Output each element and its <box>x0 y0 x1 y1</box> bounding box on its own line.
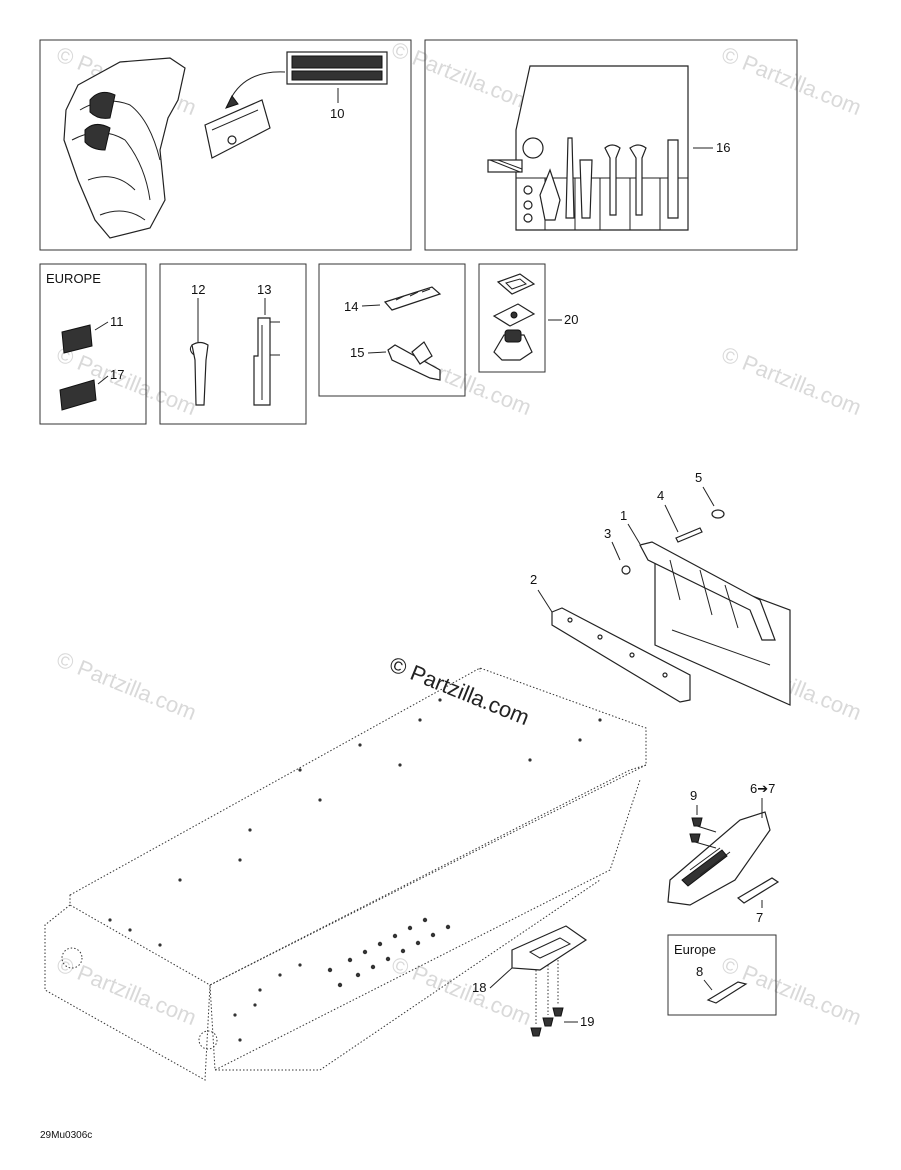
o-ring <box>711 509 725 519</box>
box-europe-reflectors: EUROPE 11 17 <box>39 263 147 425</box>
callout-7: 7 <box>756 910 763 925</box>
reflector-11 <box>61 324 93 354</box>
gasket <box>496 273 536 295</box>
box-frame <box>478 263 546 373</box>
watermark: © Partzilla.com <box>718 951 865 1030</box>
box-frame <box>667 934 777 1016</box>
part-14 <box>383 286 442 311</box>
tunnel-assembly <box>44 667 647 1081</box>
callout-3: 3 <box>604 526 611 541</box>
box-frame <box>424 39 798 251</box>
callout-11: 11 <box>110 314 124 329</box>
screw <box>691 817 703 827</box>
tunnel-side-left <box>44 904 211 1081</box>
snowflap-assembly: 1 2 3 4 5 <box>530 470 791 706</box>
callout-20: 20 <box>564 312 578 327</box>
callout-9: 9 <box>690 788 697 803</box>
callout-14: 14 <box>344 299 358 314</box>
callout-6: 6➔7 <box>750 781 775 796</box>
europe-label: EUROPE <box>46 271 101 286</box>
screw <box>689 833 701 843</box>
watermark: © Partzilla.com <box>53 951 200 1030</box>
callout-8: 8 <box>696 964 703 979</box>
watermarks: © Partzilla.com © Partzilla.com © Partzi… <box>53 36 865 1030</box>
flap-bracket <box>639 541 776 641</box>
callout-13: 13 <box>257 282 271 297</box>
europe-label-8: Europe <box>674 942 716 957</box>
callout-4: 4 <box>657 488 664 503</box>
decal-plate <box>204 99 271 159</box>
rivets <box>108 698 602 1042</box>
mount <box>493 334 533 361</box>
callout-16: 16 <box>716 140 730 155</box>
box-tools-12-13: 12 13 <box>159 263 307 425</box>
running-board-holes <box>327 917 451 988</box>
box-part-20: 20 <box>478 263 578 373</box>
box-frame <box>318 263 466 397</box>
watermark: © Partzilla.com <box>718 41 865 120</box>
box-frame <box>159 263 307 425</box>
rivet-pin <box>675 527 703 543</box>
callout-2: 2 <box>530 572 537 587</box>
box-europe-8: Europe 8 <box>667 934 777 1016</box>
screw <box>552 1007 564 1017</box>
screw <box>542 1017 554 1027</box>
tool-12 <box>191 341 209 406</box>
callout-10: 10 <box>330 106 344 121</box>
toolkit-bag <box>515 65 689 231</box>
reflector-17 <box>59 379 97 411</box>
callout-19: 19 <box>580 1014 594 1029</box>
box-frame <box>39 39 412 251</box>
step-18 <box>511 925 588 971</box>
reinforcement-plate <box>551 607 691 703</box>
watermark: © Partzilla.com <box>53 646 200 725</box>
watermark: © Partzilla.com <box>388 36 535 115</box>
part-15 <box>387 344 441 381</box>
callout-1: 1 <box>620 508 627 523</box>
screw <box>530 1027 542 1037</box>
callout-12: 12 <box>191 282 205 297</box>
callout-15: 15 <box>350 345 364 360</box>
watermark: © Partzilla.com <box>53 341 200 420</box>
callout-17: 17 <box>110 367 124 382</box>
foot-rest-insert <box>736 877 780 904</box>
callout-18: 18 <box>472 980 486 995</box>
washer <box>621 565 631 575</box>
box-decal: 10 <box>39 39 412 251</box>
box-frame <box>39 263 147 425</box>
watermark-center: © Partzilla.com <box>386 651 533 730</box>
step-18-assembly: 18 19 <box>472 925 594 1037</box>
box-parts-14-15: 14 15 <box>318 263 466 397</box>
footrest-assembly: 6➔7 7 9 <box>667 781 780 925</box>
callout-5: 5 <box>695 470 702 485</box>
watermark: © Partzilla.com <box>718 341 865 420</box>
reflector-8 <box>706 981 748 1004</box>
box-toolkit: 16 <box>424 39 798 251</box>
drawing-code: 29Mu0306c <box>40 1130 92 1141</box>
